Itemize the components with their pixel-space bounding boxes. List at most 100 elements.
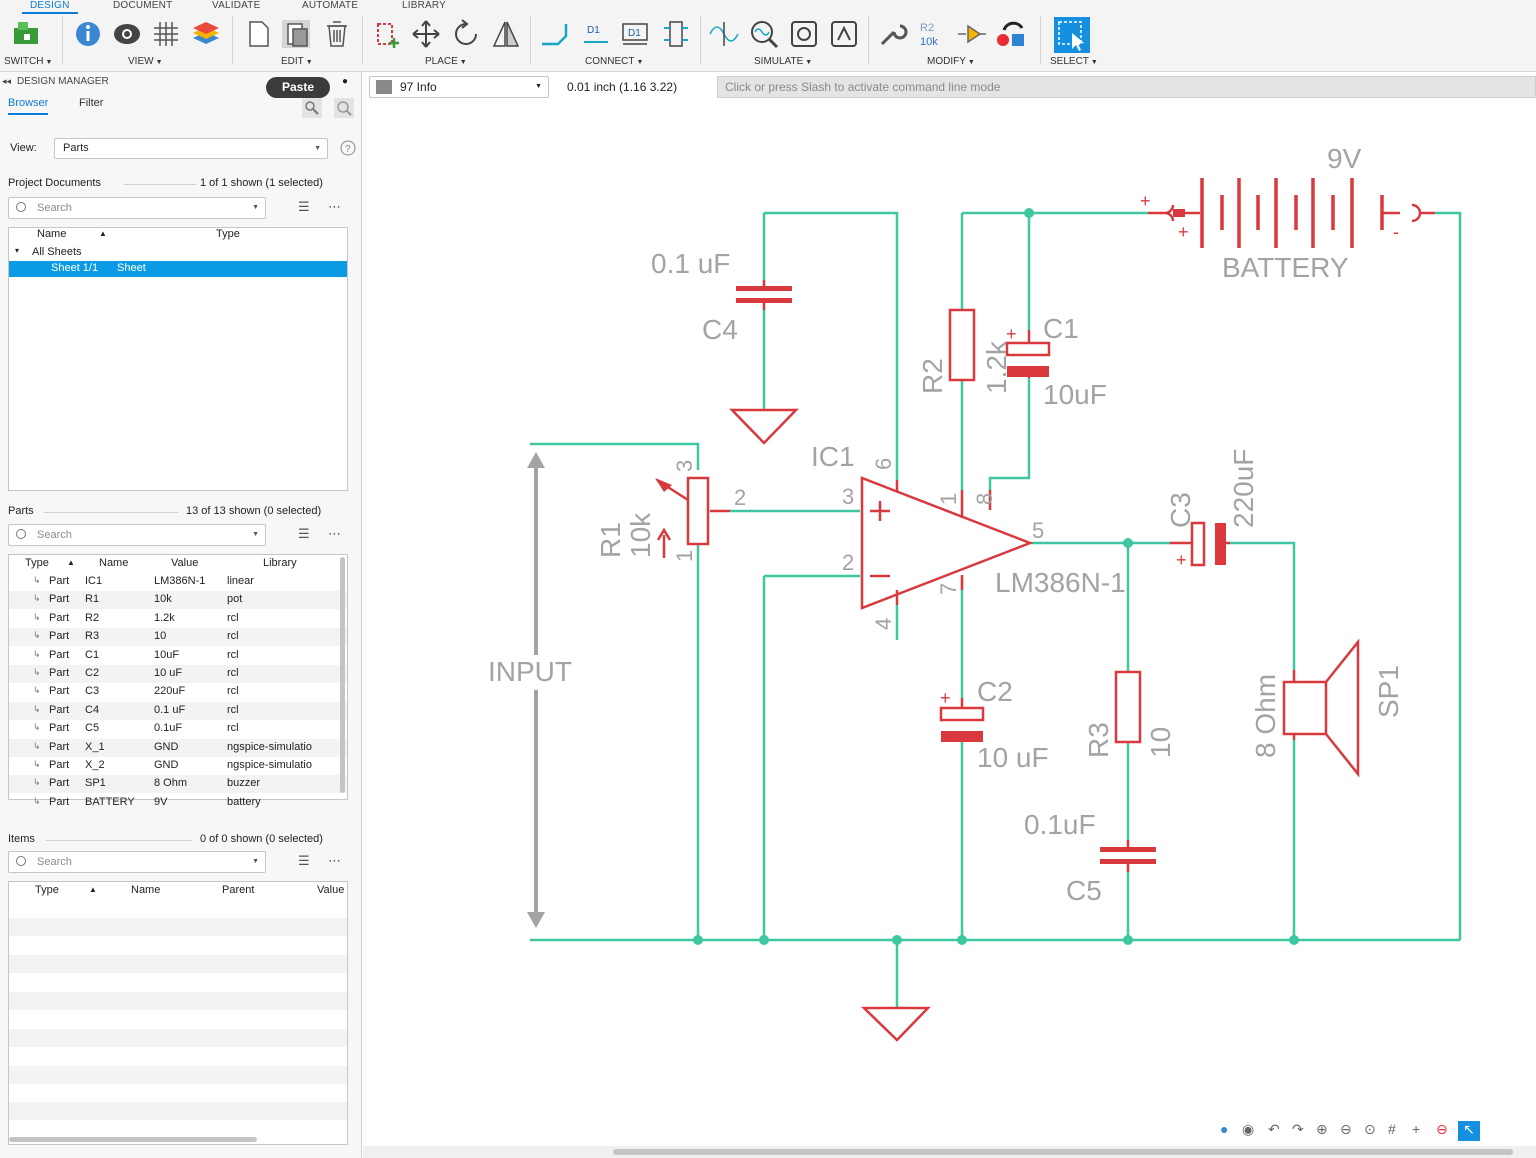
grid-icon[interactable]: # bbox=[1388, 1121, 1396, 1137]
pin-icon[interactable]: ● bbox=[342, 76, 349, 87]
parts-scrollbar[interactable] bbox=[340, 557, 345, 793]
tab-filter[interactable]: Filter bbox=[79, 97, 104, 109]
tab-validate[interactable]: VALIDATE bbox=[212, 0, 261, 11]
zoom-in-icon[interactable]: ⊕ bbox=[1316, 1121, 1328, 1137]
copy-icon[interactable] bbox=[242, 18, 274, 50]
battery-9v[interactable] bbox=[1148, 178, 1435, 248]
col-parent[interactable]: Parent bbox=[222, 884, 255, 896]
help-icon[interactable]: ? bbox=[340, 140, 356, 156]
group-select[interactable]: SELECT▼ bbox=[1050, 56, 1098, 67]
info-icon[interactable] bbox=[72, 18, 104, 50]
wire[interactable] bbox=[764, 211, 899, 480]
eye-icon[interactable] bbox=[111, 18, 143, 50]
tab-automate[interactable]: AUTOMATE bbox=[302, 0, 359, 11]
stop-icon[interactable]: ⊖ bbox=[1436, 1121, 1448, 1137]
wrench-icon[interactable] bbox=[876, 18, 908, 50]
capacitor-c2[interactable] bbox=[939, 698, 985, 742]
group-switch[interactable]: SWITCH▼ bbox=[4, 56, 52, 67]
more-icon[interactable]: ⋯ bbox=[328, 526, 341, 541]
tab-design[interactable]: DESIGN bbox=[22, 0, 78, 14]
col-library[interactable]: Library bbox=[263, 557, 297, 569]
ground-symbol[interactable] bbox=[729, 408, 799, 445]
col-type[interactable]: Type bbox=[216, 228, 240, 240]
simulate-icon[interactable] bbox=[788, 18, 820, 50]
col-name[interactable]: Name bbox=[99, 557, 129, 569]
parts-search-input[interactable]: Search▼ bbox=[8, 524, 266, 546]
view-select[interactable]: Parts▼ bbox=[54, 138, 328, 159]
col-type[interactable]: Type bbox=[35, 884, 59, 896]
tab-browser[interactable]: Browser bbox=[8, 97, 49, 115]
layer-select[interactable]: 97 Info ▼ bbox=[369, 76, 549, 98]
smash-icon[interactable] bbox=[956, 18, 988, 50]
wire[interactable] bbox=[960, 211, 1148, 490]
capacitor-c4[interactable] bbox=[736, 280, 792, 310]
probe-icon[interactable] bbox=[708, 18, 740, 50]
wire[interactable] bbox=[1030, 541, 1296, 940]
potentiometer-r1[interactable] bbox=[655, 476, 730, 558]
zoom-icon[interactable] bbox=[334, 98, 354, 118]
col-type[interactable]: Type bbox=[25, 557, 49, 569]
delete-icon[interactable] bbox=[321, 18, 353, 50]
opamp-ic1[interactable] bbox=[860, 476, 1034, 610]
col-name[interactable]: Name bbox=[131, 884, 161, 896]
input-arrow[interactable] bbox=[527, 452, 545, 928]
name-icon[interactable]: D1 bbox=[619, 18, 651, 50]
items-hscrollbar[interactable] bbox=[9, 1137, 257, 1142]
info-icon[interactable]: ● bbox=[1220, 1121, 1229, 1137]
items-search-input[interactable]: Search▼ bbox=[8, 851, 266, 873]
collapse-icon[interactable]: ◂◂ bbox=[2, 76, 12, 86]
add-part-icon[interactable] bbox=[372, 18, 404, 50]
group-view[interactable]: VIEW▼ bbox=[128, 56, 163, 67]
col-name[interactable]: Name bbox=[37, 228, 67, 240]
crosshair-icon[interactable]: + bbox=[1412, 1121, 1421, 1137]
more-icon[interactable]: ⋯ bbox=[328, 853, 341, 868]
capacitor-c5[interactable] bbox=[1100, 840, 1156, 872]
capacitor-c1[interactable] bbox=[1005, 330, 1051, 378]
capacitor-c3[interactable] bbox=[1170, 521, 1230, 567]
move-icon[interactable] bbox=[410, 18, 442, 50]
net-icon[interactable] bbox=[538, 18, 570, 50]
list-options-icon[interactable]: ☰ bbox=[298, 199, 310, 214]
tree-row-sheet[interactable]: Sheet 1/1 Sheet bbox=[9, 261, 347, 277]
tree-row-all-sheets[interactable]: ▾ All Sheets bbox=[9, 244, 347, 262]
pin-swap-icon[interactable] bbox=[660, 18, 692, 50]
wire[interactable] bbox=[988, 213, 1031, 490]
schematic-canvas[interactable]: 0.1 uF C4 IC1 R2 1.2k C1 10uF 9V BATTERY… bbox=[363, 100, 1536, 1140]
group-modify[interactable]: MODIFY▼ bbox=[927, 56, 975, 67]
zoom-fit-icon[interactable]: ⊙ bbox=[1364, 1121, 1376, 1137]
col-value[interactable]: Value bbox=[317, 884, 345, 896]
redo-icon[interactable]: ↷ bbox=[1292, 1121, 1304, 1137]
group-connect[interactable]: CONNECT▼ bbox=[585, 56, 643, 67]
group-place[interactable]: PLACE▼ bbox=[425, 56, 467, 67]
group-edit[interactable]: EDIT▼ bbox=[281, 56, 313, 67]
select-icon[interactable] bbox=[1054, 17, 1090, 53]
project-search-input[interactable]: Search▼ bbox=[8, 197, 266, 219]
ground-symbol[interactable] bbox=[860, 1006, 931, 1042]
wire[interactable] bbox=[530, 442, 700, 940]
sim-settings-icon[interactable] bbox=[828, 18, 860, 50]
undo-icon[interactable]: ↶ bbox=[1268, 1121, 1280, 1137]
scroll-thumb[interactable] bbox=[613, 1149, 1513, 1155]
resistor-r2[interactable] bbox=[948, 308, 976, 382]
select-icon[interactable]: ↖ bbox=[1458, 1121, 1480, 1141]
resistor-r3[interactable] bbox=[1114, 670, 1142, 744]
layers-icon[interactable] bbox=[190, 18, 222, 50]
wire[interactable] bbox=[762, 574, 860, 940]
col-value[interactable]: Value bbox=[171, 557, 199, 569]
input-net-label[interactable]: INPUT bbox=[488, 656, 572, 687]
tab-document[interactable]: DOCUMENT bbox=[113, 0, 173, 11]
paste-icon[interactable] bbox=[280, 18, 312, 50]
